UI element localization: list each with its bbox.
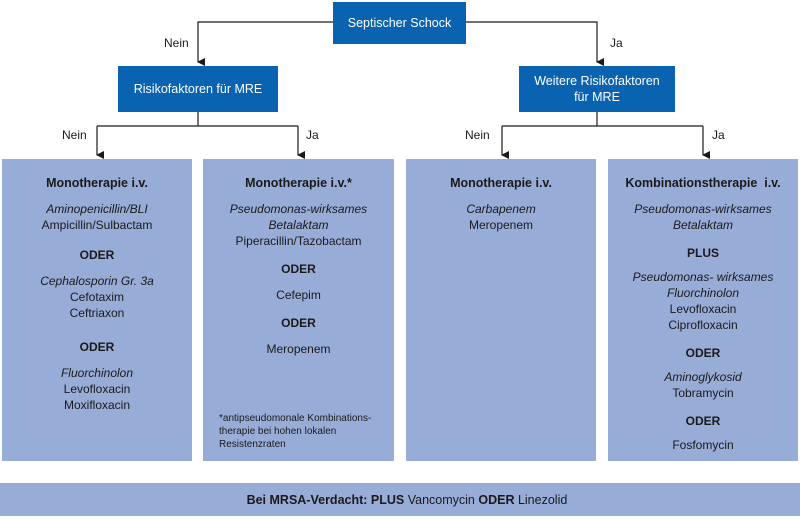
- footer-mrsa: Bei MRSA-Verdacht: PLUS Vancomycin ODER …: [0, 483, 800, 516]
- drug-item: Meropenem: [266, 342, 331, 356]
- edge-label-nein-top: Nein: [164, 36, 189, 50]
- drug-class: Betalaktam: [672, 218, 734, 232]
- footer-part: Bei MRSA-Verdacht: PLUS: [246, 492, 405, 507]
- edge-left-split: [97, 112, 298, 127]
- panel-title: Monotherapie i.v.: [46, 176, 148, 190]
- drug-item: Cefotaxim: [69, 290, 125, 304]
- edge-top-left: [197, 21, 333, 66]
- panel-monotherapie-3: Monotherapie i.v. Carbapenem Meropenem: [406, 159, 596, 461]
- drug-item: Ceftriaxon: [69, 306, 125, 320]
- footnote-line: *antipseudomonale Kombinations-: [219, 413, 372, 424]
- drug-class: Carbapenem: [466, 202, 536, 216]
- footnote: *antipseudomonale Kombinations- therapie…: [219, 412, 384, 451]
- footnote-line: Resistenzraten: [219, 439, 286, 450]
- footer-part: Vancomycin: [404, 492, 479, 507]
- edge-label-nein-right: Nein: [465, 128, 490, 142]
- separator-oder: ODER: [281, 262, 316, 276]
- panel-monotherapie-2: Monotherapie i.v.* Pseudomonas-wirksames…: [203, 159, 394, 461]
- drug-class: Fluorchinolon: [666, 286, 740, 300]
- drug-item: Cefepim: [276, 288, 321, 302]
- drug-item: Ciprofloxacin: [668, 318, 738, 332]
- drug-class: Aminoglykosid: [664, 370, 742, 384]
- separator-plus: PLUS: [686, 246, 719, 260]
- separator-oder: ODER: [685, 346, 721, 360]
- node-label-line2: für MRE: [574, 90, 620, 104]
- drug-class: Cephalosporin Gr. 3a: [40, 274, 154, 288]
- node-label-line1: Weitere Risikofaktoren: [534, 74, 660, 88]
- panel-title: Monotherapie i.v.: [450, 176, 552, 190]
- separator-oder: ODER: [685, 414, 721, 428]
- drug-item: Ampicillin/Sulbactam: [41, 218, 153, 232]
- node-septischer-schock: Septischer Schock: [333, 2, 466, 44]
- drug-class: Betalaktam: [268, 218, 329, 232]
- drug-item: Moxifloxacin: [63, 398, 131, 412]
- edge-right-split: [502, 112, 703, 127]
- edge-label-ja-top: Ja: [610, 36, 623, 50]
- edge-label-ja-right: Ja: [712, 128, 725, 142]
- drug-class: Fluorchinolon: [60, 366, 134, 380]
- drug-class: Pseudomonas-wirksames: [229, 202, 368, 216]
- drug-class: Aminopenicillin/BLI: [46, 202, 148, 216]
- panel-monotherapie-1: Monotherapie i.v. Aminopenicillin/BLI Am…: [2, 159, 192, 461]
- footer-part: ODER: [478, 492, 515, 507]
- node-weitere-risikofaktoren: Weitere Risikofaktoren für MRE: [519, 66, 675, 112]
- drug-class: Pseudomonas-wirksames: [634, 202, 772, 216]
- panel-title: Monotherapie i.v.*: [245, 176, 352, 190]
- drug-item: Tobramycin: [672, 386, 734, 400]
- separator-oder: ODER: [79, 248, 115, 262]
- drug-class: Pseudomonas- wirksames: [632, 270, 774, 284]
- footer-part: Linezolid: [514, 492, 568, 507]
- panel-kombinationstherapie: Kombinationstherapie i.v. Pseudomonas-wi…: [608, 159, 798, 461]
- drug-item: Levofloxacin: [669, 302, 737, 316]
- edge-label-nein-left: Nein: [62, 128, 87, 142]
- drug-item: Meropenem: [468, 218, 534, 232]
- drug-item: Piperacillin/Tazobactam: [235, 234, 362, 248]
- separator-oder: ODER: [281, 316, 316, 330]
- panel-title: Kombinationstherapie i.v.: [625, 176, 781, 190]
- node-risikofaktoren-mre: Risikofaktoren für MRE: [118, 66, 278, 112]
- drug-item: Levofloxacin: [63, 382, 131, 396]
- drug-item: Fosfomycin: [672, 438, 734, 452]
- edge-label-ja-left: Ja: [306, 128, 319, 142]
- separator-oder: ODER: [79, 340, 115, 354]
- edge-top-right: [466, 21, 604, 66]
- footnote-line: therapie bei hohen lokalen: [219, 426, 337, 437]
